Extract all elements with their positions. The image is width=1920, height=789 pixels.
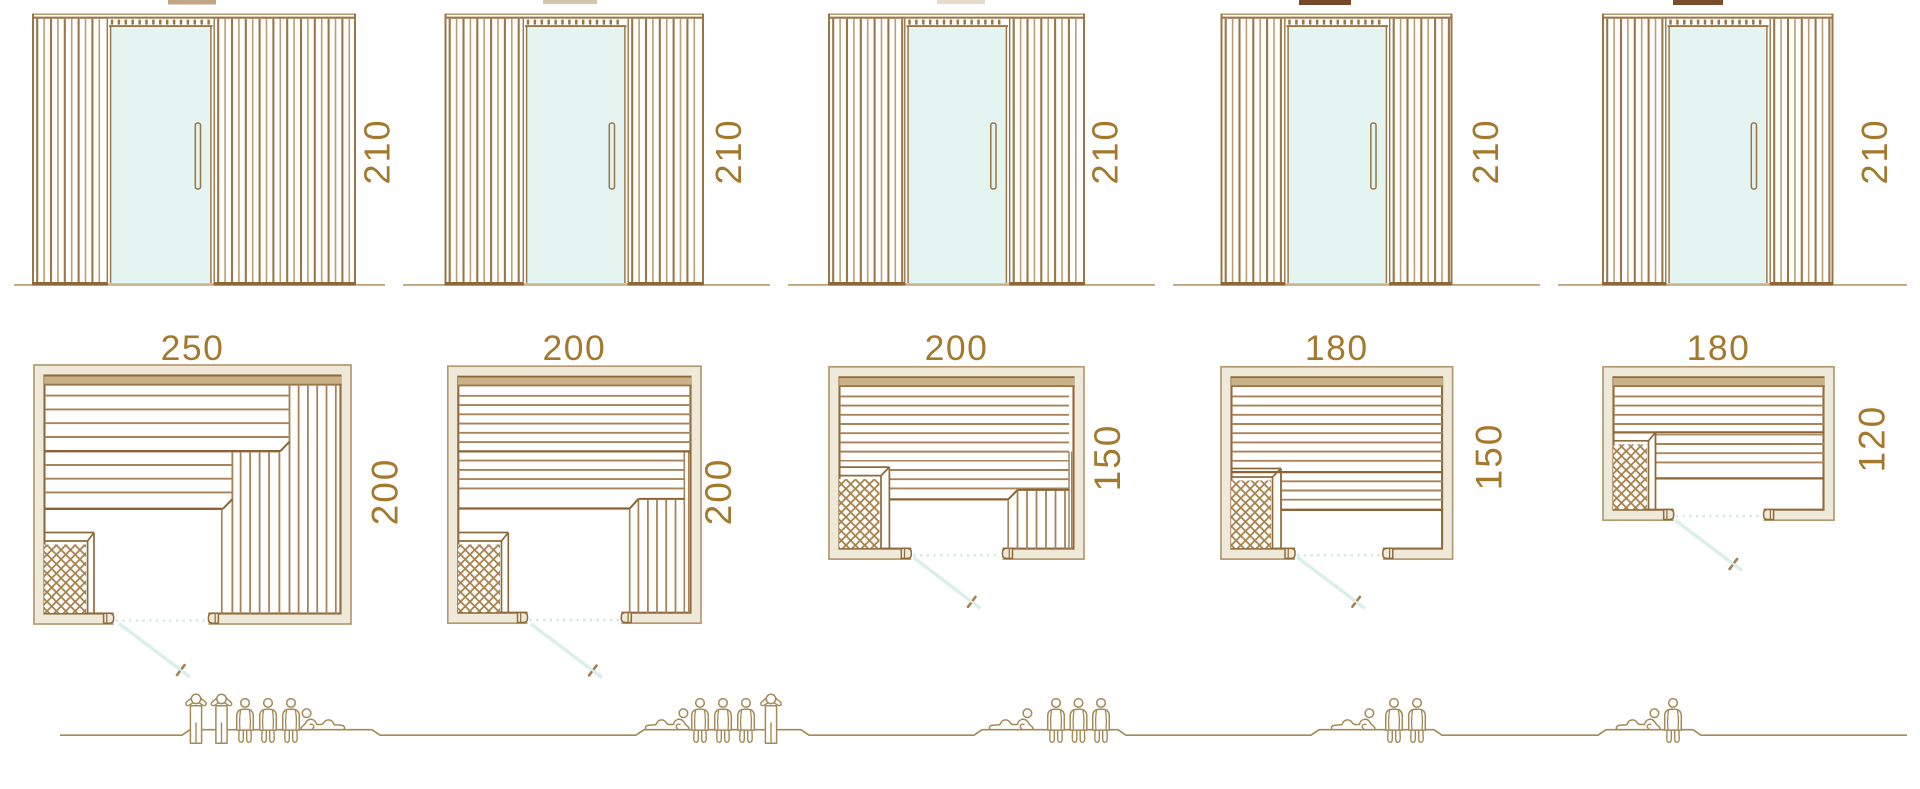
svg-text:200: 200 — [698, 458, 739, 526]
svg-text:210: 210 — [708, 118, 749, 184]
svg-text:120: 120 — [1852, 405, 1893, 473]
svg-text:180: 180 — [1687, 328, 1751, 368]
svg-text:200: 200 — [365, 458, 406, 526]
svg-text:150: 150 — [1087, 424, 1128, 492]
svg-text:210: 210 — [1465, 118, 1506, 184]
svg-text:200: 200 — [543, 328, 607, 368]
svg-text:180: 180 — [1305, 328, 1369, 368]
svg-text:210: 210 — [1084, 118, 1125, 184]
svg-text:200: 200 — [925, 328, 989, 368]
svg-text:210: 210 — [1854, 118, 1895, 184]
svg-text:210: 210 — [356, 118, 397, 184]
svg-text:150: 150 — [1469, 423, 1510, 491]
svg-text:250: 250 — [161, 328, 225, 368]
